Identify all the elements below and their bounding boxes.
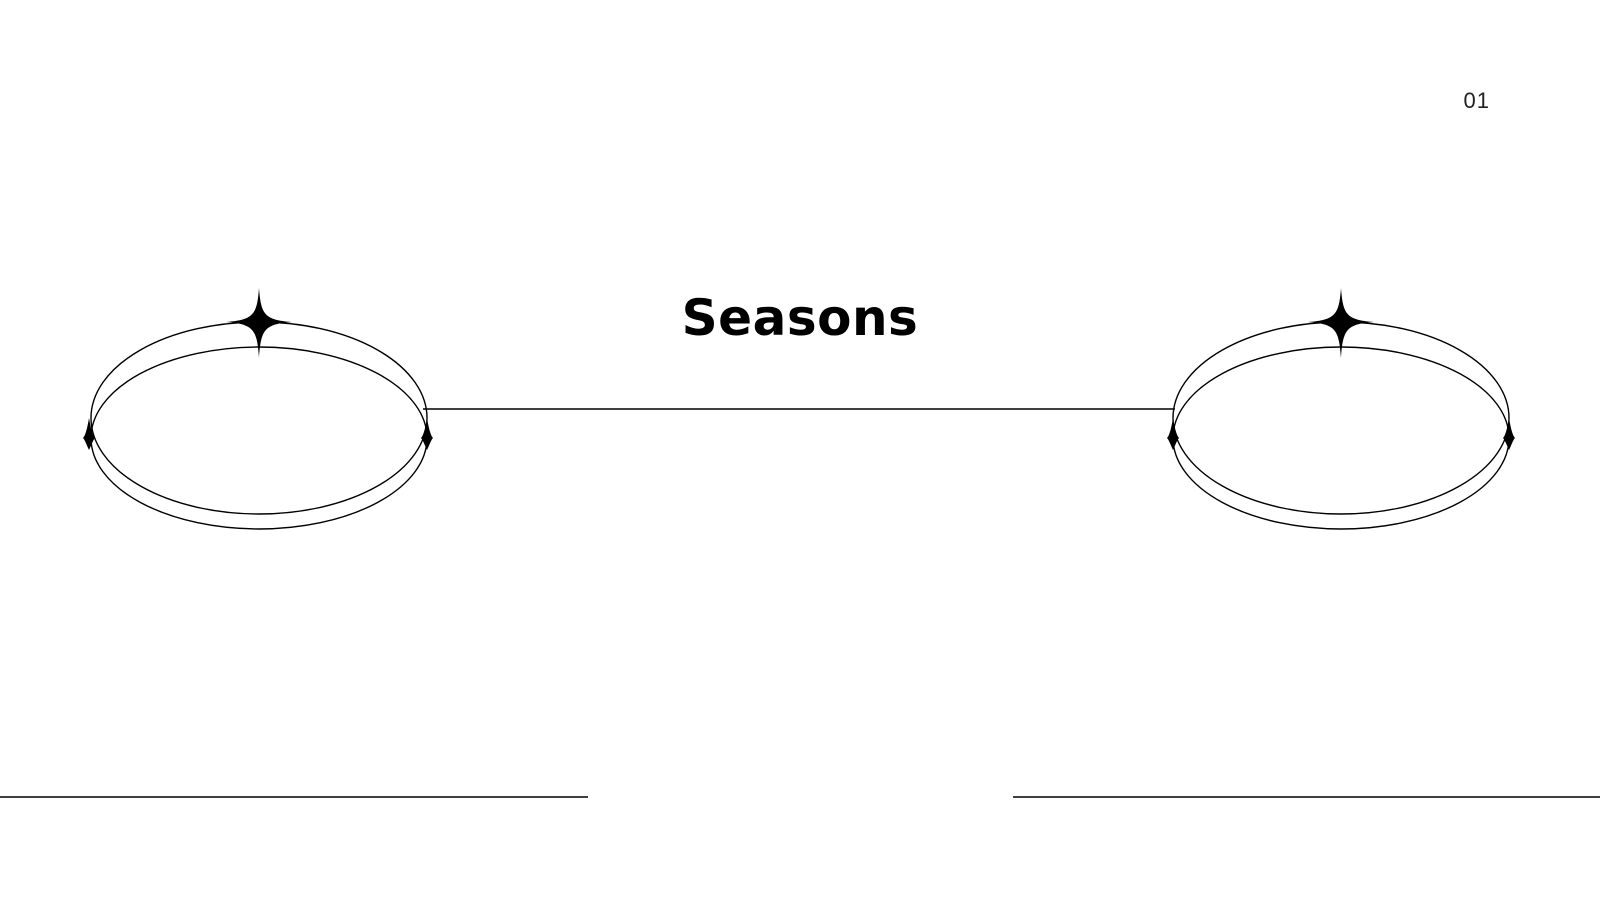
page-number: 01 <box>1463 88 1490 113</box>
sparkle-icon <box>1308 288 1374 358</box>
sparkle-ring-icon-left <box>83 288 433 530</box>
slide-title: Seasons <box>681 289 919 347</box>
sparkle-icon <box>226 288 292 358</box>
sparkle-ring-icon-right <box>1167 288 1515 530</box>
